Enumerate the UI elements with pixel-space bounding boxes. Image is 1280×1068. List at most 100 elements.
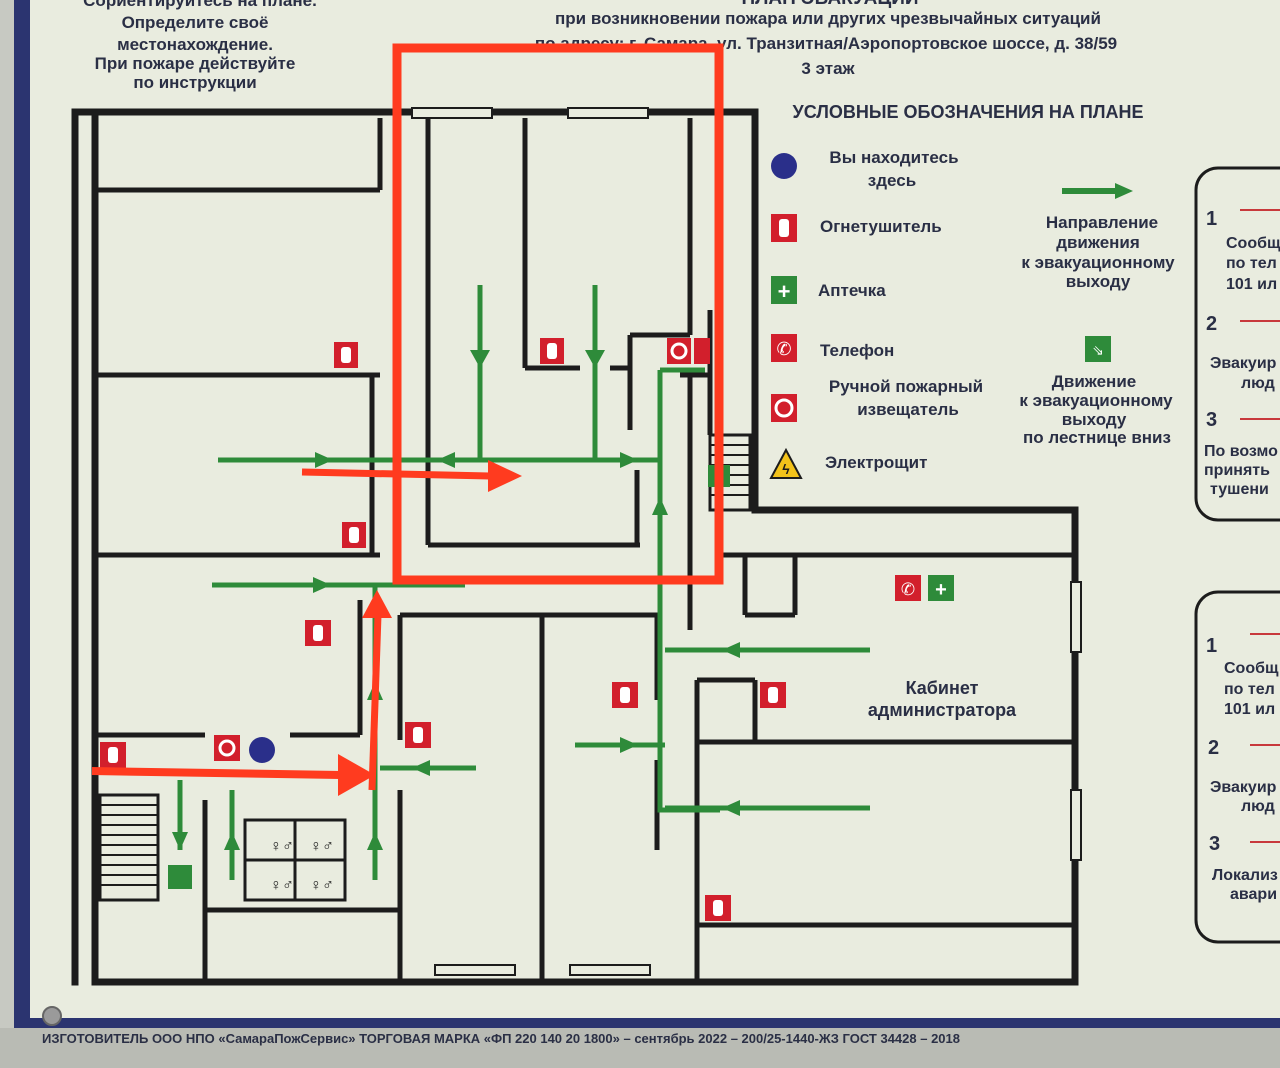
step-text: 101 ил — [1226, 276, 1277, 293]
instruction-line: Сориентируйтесь на плане. — [83, 0, 317, 10]
step-text: принять — [1204, 462, 1270, 479]
legend-label: Вы находитесь — [829, 148, 958, 167]
route-arrow-icon — [652, 497, 668, 515]
legend-label: по лестнице вниз — [1023, 428, 1171, 447]
step-number: 3 — [1209, 833, 1220, 855]
step-number: 2 — [1208, 737, 1219, 759]
step-text: Локализ — [1212, 867, 1278, 884]
wc-icon: ♀♂ — [310, 838, 334, 855]
window — [567, 107, 649, 119]
room-label: администратора — [868, 700, 1017, 720]
step-text: Эвакуир — [1210, 779, 1277, 796]
legend-label: здесь — [868, 171, 916, 190]
first-aid-legend-icon — [771, 276, 797, 304]
step-text: Сообщ — [1224, 660, 1279, 677]
legend-label: Аптечка — [818, 281, 886, 300]
wc-icon: ♀♂ — [270, 877, 294, 894]
annotation-arrow — [368, 614, 382, 791]
route-arrow-icon — [313, 577, 331, 593]
wc-icon: ♀♂ — [270, 838, 294, 855]
legend-label: Электрощит — [825, 453, 927, 472]
legend-label: Ручной пожарный — [829, 377, 983, 396]
step-text: по тел — [1226, 255, 1277, 272]
legend-title: УСЛОВНЫЕ ОБОЗНАЧЕНИЯ НА ПЛАНЕ — [793, 102, 1144, 122]
annotation-arrowhead-icon — [488, 460, 522, 492]
phone-icon — [895, 575, 921, 601]
route-arrow-icon — [224, 832, 240, 850]
step-text: 101 ил — [1224, 701, 1275, 718]
instruction-line: местонахождение. — [117, 35, 273, 54]
window — [411, 107, 493, 119]
evacuation-routes — [168, 285, 870, 889]
stairs-steps — [100, 804, 158, 886]
route-arrow-icon — [722, 800, 740, 816]
annotation-arrowhead-icon — [338, 754, 375, 796]
legend: УСЛОВНЫЕ ОБОЗНАЧЕНИЯ НА ПЛАНЕ Вы находит… — [769, 102, 1175, 479]
route-arrow-icon — [412, 760, 430, 776]
svg-text:⇘: ⇘ — [1092, 342, 1104, 358]
you-are-here-marker — [249, 737, 275, 763]
extinguisher-icon — [694, 338, 710, 364]
route-arrow-icon — [470, 350, 490, 368]
user-annotations — [91, 43, 724, 796]
legend-label: Телефон — [820, 341, 894, 360]
legend-label: к эвакуационному — [1021, 253, 1175, 272]
step-text: авари — [1230, 886, 1277, 903]
route-arrow-icon — [620, 737, 638, 753]
instruction-panel-2: 1 Сообщ по тел 101 ил 2 Эвакуир люд 3 Ло… — [1194, 590, 1280, 944]
step-text: По возмо — [1204, 443, 1278, 460]
first-aid-icon — [928, 575, 954, 601]
window — [1070, 789, 1082, 861]
route-arrow-icon — [585, 350, 605, 368]
legend-label: Огнетушитель — [820, 217, 942, 236]
alarm-icon — [214, 735, 240, 761]
step-number: 1 — [1206, 208, 1217, 230]
step-number: 3 — [1206, 409, 1217, 431]
step-text: тушени — [1210, 481, 1269, 498]
room-label: Кабинет — [906, 678, 979, 698]
header-line: при возникновении пожара или других чрез… — [555, 9, 1101, 28]
legend-label: движения — [1056, 233, 1140, 252]
step-text: Сообщ — [1226, 235, 1280, 252]
svg-text:ϟ: ϟ — [782, 461, 790, 477]
wc-icon: ♀♂ — [310, 877, 334, 894]
legend-label: выходу — [1066, 272, 1131, 291]
instruction-line: Определите своё — [122, 13, 269, 32]
screw-icon — [42, 1006, 62, 1026]
you-are-here-legend-icon — [771, 153, 797, 179]
instruction-line: При пожаре действуйте — [95, 54, 296, 73]
frame-bottom — [0, 1028, 1280, 1068]
svg-text:+: + — [778, 279, 791, 304]
legend-label: выходу — [1062, 410, 1127, 429]
header-line: 3 этаж — [801, 59, 855, 78]
svg-text:✆: ✆ — [776, 339, 791, 359]
route-arrow-icon — [437, 452, 455, 468]
plan-signs: ✆ + Кабинет администратора — [100, 338, 1017, 921]
legend-label: Движение — [1052, 372, 1136, 391]
step-number: 1 — [1206, 635, 1217, 657]
route-arrow-icon — [367, 832, 383, 850]
outer-wall — [71, 108, 1079, 986]
instruction-panel-1: 1 Сообщ по тел 101 ил 2 Эвакуир люд 3 По… — [1194, 166, 1280, 522]
route-arrow-icon — [620, 452, 638, 468]
staircase-left — [98, 793, 160, 902]
phone-legend-icon — [771, 334, 797, 362]
instruction-line: по инструкции — [133, 73, 256, 92]
route-arrow-icon — [172, 832, 188, 850]
svg-text:+: + — [935, 579, 947, 601]
step-text: по тел — [1224, 681, 1275, 698]
highlight-rectangle — [392, 43, 724, 585]
step-number: 2 — [1206, 313, 1217, 335]
floor-plan: ♀♂ ♀♂ ♀♂ ♀♂ — [71, 107, 1082, 986]
electrical-panel-legend-icon — [769, 447, 803, 479]
annotation-arrow — [301, 468, 491, 480]
step-text: люд — [1241, 375, 1275, 392]
stairs-down-sign-icon — [168, 865, 192, 889]
annotation-arrowhead-icon — [362, 590, 392, 618]
legend-label: Направление — [1046, 213, 1158, 232]
window — [569, 964, 651, 976]
window — [434, 964, 516, 976]
legend-label: извещатель — [857, 400, 959, 419]
annotation-arrow — [91, 767, 341, 779]
